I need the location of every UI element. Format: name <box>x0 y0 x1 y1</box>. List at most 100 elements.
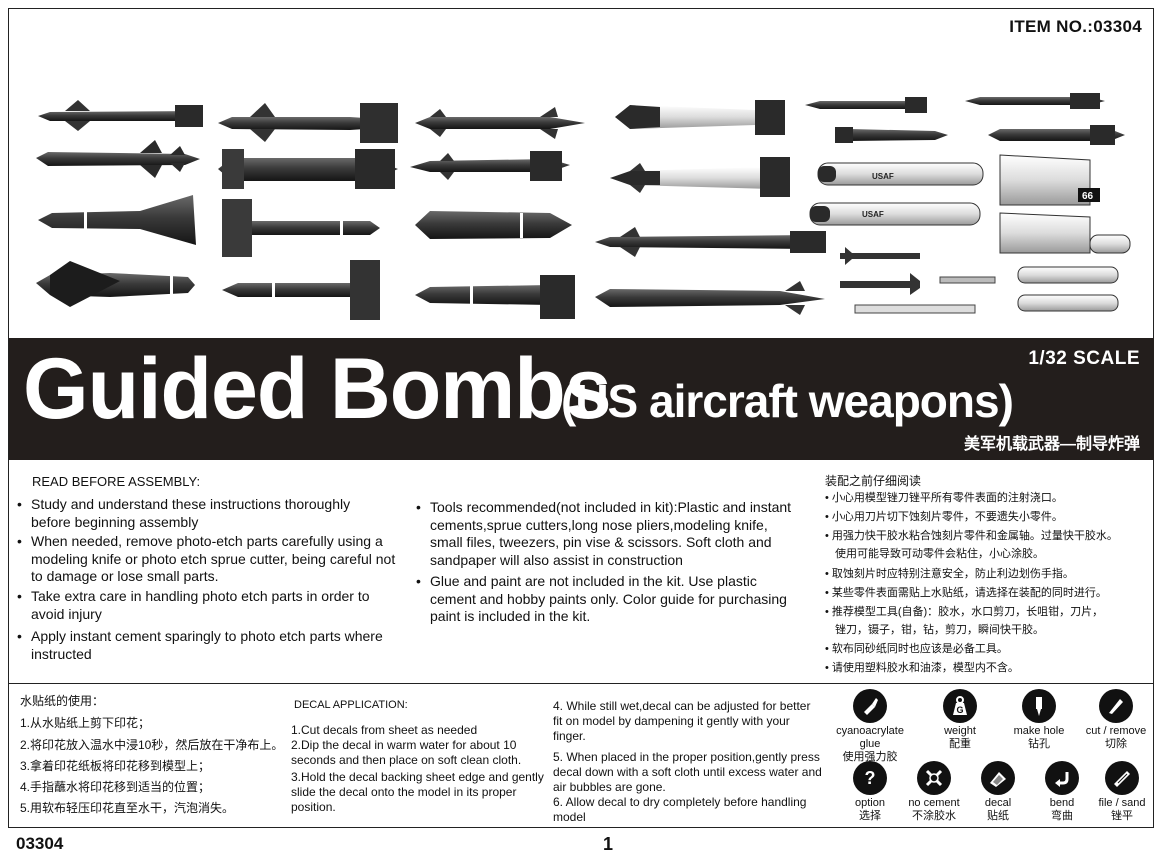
missile-small-2 <box>840 273 920 295</box>
legend-label: file / sand <box>1098 797 1146 809</box>
decal-heading: DECAL APPLICATION: <box>294 699 408 711</box>
bomb-12 <box>415 275 575 319</box>
legend-no-cement: no cement 不涂胶水 <box>902 761 966 823</box>
bomb-7 <box>222 199 380 257</box>
legend-decal: decal 贴纸 <box>966 761 1030 823</box>
bomb-1 <box>38 100 203 131</box>
decal-step: 4. While still wet,decal can be adjusted… <box>553 699 811 743</box>
legend-label-cn: 选择 <box>859 810 881 822</box>
pod-2: USAF <box>809 202 981 226</box>
legend-glue: cyanoacrylate glue 使用强力胶 <box>832 689 908 764</box>
cn-decal-step: 5.用软布轻压印花直至水干，汽泡消失。 <box>20 801 235 815</box>
pod-3: 66 <box>999 154 1100 206</box>
bomb-6 <box>218 149 398 189</box>
legend-label: bend <box>1049 797 1075 809</box>
decal-application: 水贴纸的使用： 1.从水贴纸上剪下印花； 2.将印花放入温水中浸10秒，然后放在… <box>10 685 1154 827</box>
decal-step: 6. Allow decal to dry completely before … <box>553 795 807 824</box>
bomb-11 <box>415 211 572 239</box>
product-title: Guided Bombs <box>23 341 612 437</box>
legend-label-cn: 切除 <box>1105 738 1127 750</box>
legend-label-cn: 使用强力胶 <box>842 751 898 763</box>
scale-label: 1/32 SCALE <box>1028 348 1140 369</box>
decal-step: 5. When placed in the proper position,ge… <box>553 750 822 794</box>
legend-label: option <box>855 797 885 809</box>
bomb-9 <box>415 107 585 139</box>
product-subtitle: (US aircraft weapons) <box>561 375 1014 427</box>
bomb-8 <box>222 260 380 320</box>
cn-bullet: •小心用模型锉刀锉平所有零件表面的注射浇口。 <box>825 492 1063 504</box>
legend-drill: make hole 钻孔 <box>1004 689 1074 751</box>
legend-label: no cement <box>908 797 960 809</box>
bomb-19 <box>965 93 1105 109</box>
file-icon <box>1105 761 1139 795</box>
no-cement-icon <box>917 761 951 795</box>
bomb-4 <box>36 261 195 307</box>
page-number: 1 <box>603 834 614 854</box>
pod-4 <box>999 212 1131 254</box>
legend-cut: cut / remove 切除 <box>1078 689 1154 751</box>
legend-label: weight <box>944 725 976 737</box>
bomb-14 <box>610 157 790 197</box>
pod-number: 66 <box>1082 191 1094 202</box>
cn-bullet: 使用可能导致可动零件会粘住，小心涂胶。 <box>835 548 1044 560</box>
left-bullet: •Apply instant cement sparingly to photo… <box>17 628 383 662</box>
bomb-3 <box>38 195 196 245</box>
legend-label-cn: 弯曲 <box>1051 810 1073 822</box>
bend-icon <box>1045 761 1079 795</box>
legend-label: cut / remove <box>1085 725 1147 737</box>
cn-decal-step: 3.拿着印花纸板将印花移到模型上； <box>20 759 211 773</box>
usaf-label-1: USAF <box>872 172 894 181</box>
legend-label-cn: 贴纸 <box>987 810 1009 822</box>
left-bullet: •When needed, remove photo-etch parts ca… <box>17 533 396 584</box>
section-divider <box>9 683 1154 684</box>
legend-bend: bend 弯曲 <box>1030 761 1094 823</box>
bomb-16 <box>595 281 825 315</box>
bomb-20 <box>988 125 1125 145</box>
read-heading: READ BEFORE ASSEMBLY: <box>32 474 201 489</box>
legend-label-cn: 锉平 <box>1111 810 1133 822</box>
missile-small-3 <box>939 276 996 284</box>
cn-bullet: •推荐模型工具(自备)：胶水，水口剪刀，长咀钳，刀片， <box>825 606 1104 618</box>
cn-read-heading: 装配之前仔细阅读 <box>825 474 922 488</box>
legend-file: file / sand 锉平 <box>1090 761 1154 823</box>
missile-small-4 <box>854 304 976 314</box>
cn-bullet: 锉刀，镊子，钳，钻，剪刀，瞬间快干胶。 <box>835 624 1044 636</box>
glue-tube-icon <box>853 689 887 723</box>
product-title-cn: 美军机载武器—制导炸弹 <box>963 436 1140 453</box>
knife-icon <box>1099 689 1133 723</box>
cn-bullet: •某些零件表面需贴上水贴纸，请选择在装配的同时进行。 <box>825 587 1107 599</box>
left-bullet: •Take extra care in handling photo etch … <box>17 588 370 622</box>
bomb-5 <box>218 103 398 143</box>
legend-label-cn: 配重 <box>949 738 971 750</box>
bomb-10 <box>410 151 570 181</box>
weapons-illustration: USAF USAF 66 <box>36 93 1131 320</box>
legend-label-cn: 不涂胶水 <box>912 810 956 822</box>
middle-bullet: •Glue and paint are not included in the … <box>416 573 787 624</box>
left-bullet: •Study and understand these instructions… <box>17 496 351 530</box>
decal-step: 2.Dip the decal in warm water for about … <box>291 738 522 767</box>
usaf-label-2: USAF <box>862 210 884 219</box>
cn-bullet: •取蚀刻片时应特别注意安全，防止利边划伤手指。 <box>825 568 1074 580</box>
legend-weight: G weight 配重 <box>930 689 990 751</box>
bomb-15 <box>595 227 826 257</box>
cn-decal-heading: 水贴纸的使用： <box>20 694 105 708</box>
question-icon: ? <box>853 761 887 795</box>
cn-bullet: •软布同砂纸同时也应该是必备工具。 <box>825 643 1008 655</box>
cn-bullet: •用强力快干胶水粘合蚀刻片零件和金属轴。过量快干胶水。 <box>825 530 1118 542</box>
bomb-18 <box>835 127 948 143</box>
item-number: ITEM NO.:03304 <box>1009 17 1142 36</box>
drill-icon <box>1022 689 1056 723</box>
cn-decal-step: 1.从水贴纸上剪下印花； <box>20 716 151 730</box>
decal-step: 3.Hold the decal backing sheet edge and … <box>291 770 544 814</box>
decal-icon <box>981 761 1015 795</box>
legend-option: ? option 选择 <box>838 761 902 823</box>
footer-item-code: 03304 <box>16 834 64 853</box>
legend-label: make hole <box>1013 725 1065 737</box>
middle-bullet: •Tools recommended(not included in kit):… <box>416 499 792 568</box>
missile-small-1 <box>840 247 920 265</box>
decal-step: 1.Cut decals from sheet as needed <box>291 723 478 737</box>
weight-icon: G <box>943 689 977 723</box>
weight-glyph: G <box>956 705 963 715</box>
read-before-assembly: READ BEFORE ASSEMBLY: •Study and underst… <box>10 462 1154 682</box>
